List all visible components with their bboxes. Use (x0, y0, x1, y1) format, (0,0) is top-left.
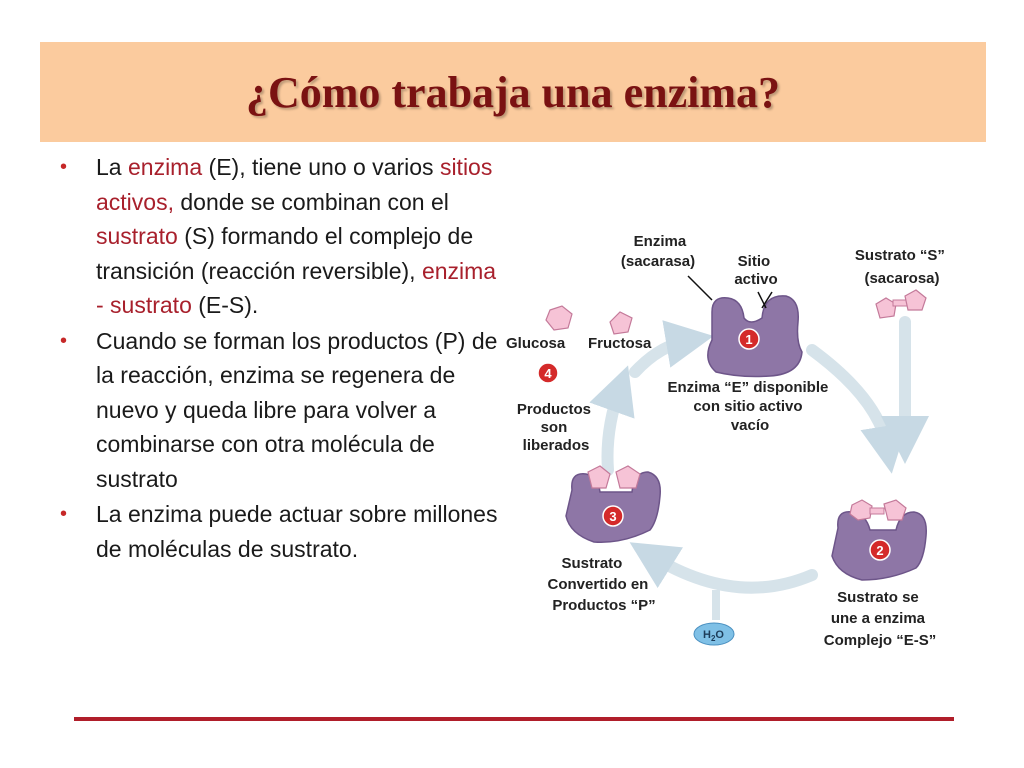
cycle-arrows (589, 316, 929, 594)
highlighted-term: enzima - sustrato (96, 257, 497, 319)
bullet-text: (S) formando el complejo de transición (… (96, 223, 474, 284)
arrow-1-to-2 (806, 344, 908, 474)
label-pointers (687, 275, 773, 309)
highlighted-term: sitios activos, (96, 154, 493, 215)
bullet-text: La enzima puede actuar sobre millones de… (96, 501, 498, 562)
water-sub: 2 (711, 634, 716, 643)
water-molecule: H2O (693, 590, 735, 646)
fructose-label: Fructosa (588, 335, 652, 352)
step-number-1: 1 (745, 332, 752, 347)
bullet-text: (E-S). (191, 292, 259, 318)
bullet-text: donde se combinan con el (173, 188, 449, 215)
step-3-caption: Sustrato Convertido en Productos “P” (547, 555, 655, 614)
bullet-text: La (96, 154, 128, 180)
free-substrate (875, 289, 927, 319)
step-4-badge: 4 (537, 362, 559, 384)
enzyme-step-2: 2 (831, 499, 927, 581)
fructose-molecule (609, 311, 633, 335)
highlighted-term: sustrato (96, 223, 178, 249)
enzyme-step-1: 1 (707, 295, 803, 378)
step-number-2: 2 (876, 543, 883, 558)
slide-title: ¿Cómo trabaja una enzima? (245, 67, 781, 117)
released-products (545, 305, 633, 335)
water-h: H (703, 629, 711, 641)
products-bound-3 (587, 465, 641, 489)
bottom-divider (74, 717, 954, 721)
water-o: O (715, 629, 724, 641)
bullet-dot: • (60, 156, 68, 178)
bullet-text: (E), tiene uno o varios (202, 154, 440, 180)
step-4-caption: Productos son liberados (517, 401, 595, 454)
enzyme-step-3: 3 (565, 465, 661, 543)
step-1-caption: Enzima “E” disponible con sitio activo v… (667, 379, 832, 434)
bullet-text: Cuando se forman los productos (P) de la… (96, 327, 498, 492)
bullet-dot: • (60, 329, 68, 352)
svg-text:H2O: H2O (703, 629, 724, 643)
bullet-item: • La enzima puede actuar sobre millones d… (58, 497, 498, 566)
step-2-caption: Sustrato se une a enzima Complejo “E-S” (824, 589, 937, 649)
highlighted-term: enzima (127, 154, 203, 180)
arrow-2-to-3 (629, 542, 818, 594)
bullet-dot: • (60, 503, 68, 525)
bullet-item: • La enzima (E), tiene uno o varios sitio… (58, 150, 498, 323)
glucose-label: Glucosa (506, 335, 566, 352)
step-number-4: 4 (544, 366, 552, 381)
arrow-4-to-1 (629, 320, 714, 378)
bullet-list: • La enzima (E), tiene uno o varios sitio… (58, 150, 498, 567)
substrate-label: Sustrato “S” (sacarosa) (855, 247, 949, 287)
enzyme-label: Enzima (sacarasa) (621, 233, 695, 270)
arrow-3-to-4 (589, 365, 635, 476)
step-number-3: 3 (609, 509, 616, 524)
glucose-molecule (545, 305, 573, 331)
bullet-item: • Cuando se forman los productos (P) de l… (58, 324, 498, 497)
active-site-label: Sitio activo (734, 253, 777, 288)
substrate-bound-2 (849, 499, 907, 521)
title-bar: ¿Cómo trabaja una enzima? (40, 42, 986, 142)
